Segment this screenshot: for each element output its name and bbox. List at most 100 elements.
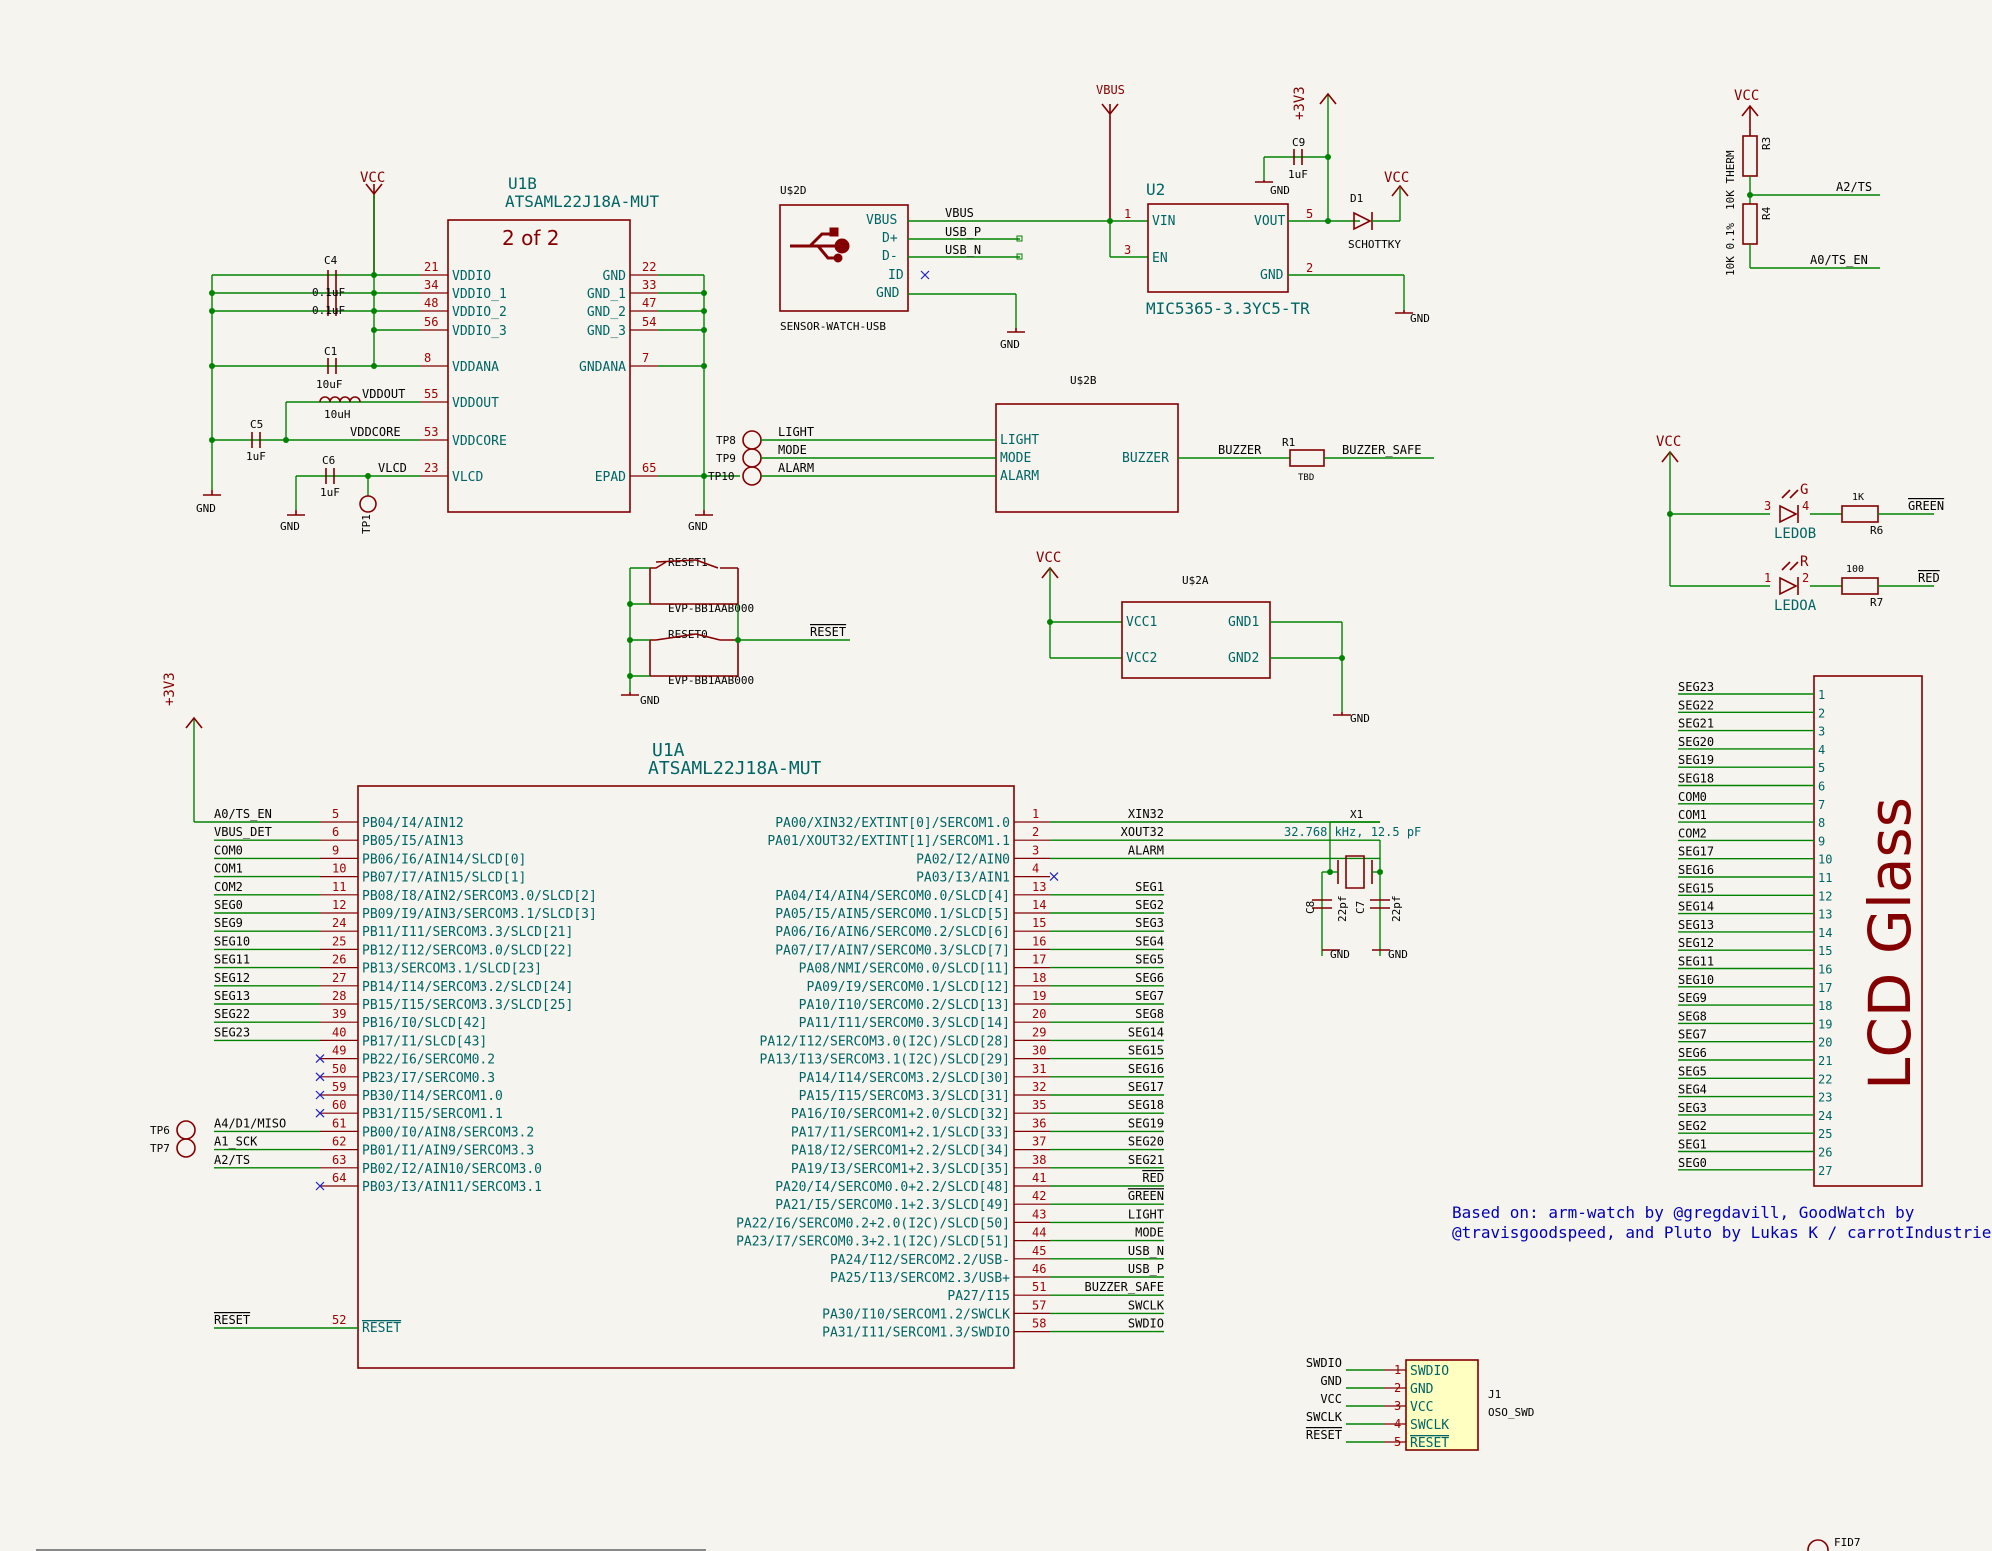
pin-num: 17: [1032, 953, 1046, 967]
net-label: SEG2: [1678, 1119, 1707, 1133]
p3v3-label: +3V3: [1292, 86, 1308, 120]
lcd-body[interactable]: [1813, 675, 1923, 1187]
tp8-testpoint[interactable]: [742, 430, 762, 450]
c6-capacitor[interactable]: C6 1uF: [320, 454, 340, 499]
inductor[interactable]: 10uH: [319, 396, 361, 421]
gnd-label: GND: [1410, 312, 1430, 325]
pin-name: PA27/I15: [947, 1289, 1010, 1304]
pin-num: 48: [424, 296, 438, 310]
pin-name: PB09/I9/AIN3/SERCOM3.1/SLCD[3]: [362, 907, 597, 922]
pin-num: 9: [332, 843, 339, 857]
r7-resistor[interactable]: [1841, 577, 1879, 595]
pin-num: 16: [1032, 934, 1046, 948]
tp1-testpoint[interactable]: [359, 495, 377, 513]
gnd-symbol: [1255, 180, 1273, 183]
net-reset: RESET: [810, 625, 846, 639]
r6-resistor[interactable]: [1841, 505, 1879, 523]
net-usb-p: USB_P: [945, 225, 981, 239]
pin-name: PB15/I15/SERCOM3.3/SLCD[25]: [362, 998, 573, 1013]
sw0-switch[interactable]: [649, 633, 739, 677]
c8-capacitor[interactable]: [1312, 899, 1332, 909]
usb-pin-id: ID: [888, 268, 904, 283]
net-label: SEG7: [1135, 989, 1164, 1003]
pin-num: 54: [642, 315, 656, 329]
vbus-symbol: [1101, 103, 1119, 221]
usb-icon: [790, 227, 850, 263]
net-label: USB_P: [1128, 1262, 1164, 1276]
usb-ref: U$2D: [780, 184, 807, 197]
tp10-testpoint[interactable]: [742, 466, 762, 486]
tp1-ref: TP1: [360, 514, 373, 534]
pin-name: GND_3: [587, 324, 626, 339]
u1a-reset-pin: RESET: [362, 1321, 401, 1336]
led-green[interactable]: 3 4 G LEDOB: [1764, 482, 1816, 542]
u2b-pin-alarm: ALARM: [1000, 469, 1039, 484]
r1-resistor[interactable]: [1289, 449, 1325, 467]
c5-capacitor[interactable]: C5 1uF: [246, 418, 266, 463]
no-connect: [315, 1072, 325, 1082]
net-label: VCC: [1320, 1392, 1342, 1406]
c7-value: 22pf: [1390, 896, 1403, 923]
gnd-symbol: [1395, 310, 1413, 314]
c4-capacitor[interactable]: C4 0.1uF 0.1uF: [312, 254, 345, 317]
pin-name: PB11/I11/SERCOM3.3/SLCD[21]: [362, 925, 573, 940]
led-red[interactable]: 1 2 R LEDOA: [1764, 554, 1817, 614]
pin-num: 33: [642, 278, 656, 292]
c5-value: 1uF: [246, 450, 266, 463]
r4-resistor[interactable]: [1742, 203, 1758, 245]
net-label: A2/TS: [214, 1153, 250, 1167]
net-label: SEG7: [1678, 1028, 1707, 1042]
usb-body[interactable]: [779, 204, 909, 312]
pin-num: 27: [1818, 1164, 1832, 1178]
pin-name: PA24/I12/SERCOM2.2/USB-: [830, 1253, 1010, 1268]
r3-resistor[interactable]: [1742, 135, 1758, 177]
pin-num: 30: [1032, 1044, 1046, 1058]
tp9-testpoint[interactable]: [742, 448, 762, 468]
c9-capacitor[interactable]: C9 1uF: [1288, 136, 1308, 181]
net-mode: MODE: [778, 443, 807, 457]
tp7-testpoint[interactable]: [176, 1138, 196, 1158]
d1-diode[interactable]: D1 SCHOTTKY: [1348, 192, 1401, 251]
net-label: SEG23: [1678, 680, 1714, 694]
pin-num: 3: [1032, 843, 1039, 857]
u1b-ref: U1B: [508, 174, 537, 193]
x1-crystal[interactable]: [1337, 855, 1373, 889]
gnd-label: GND: [1330, 948, 1350, 961]
pin-name: VDDIO_2: [452, 305, 507, 320]
net-buzzer-safe: BUZZER_SAFE: [1342, 443, 1421, 457]
u2a-body[interactable]: [1121, 601, 1271, 679]
tp6-testpoint[interactable]: [176, 1120, 196, 1140]
pin-num: 10: [1818, 853, 1832, 867]
usb-pin-dn: D-: [882, 249, 898, 264]
net-label: SEG16: [1128, 1062, 1164, 1076]
u2a-pin-gnd2: GND2: [1228, 651, 1259, 666]
pin-num: 6: [1818, 780, 1825, 794]
vcc-symbol: [1741, 104, 1759, 136]
j1-body[interactable]: [1405, 1359, 1479, 1451]
net-label: SEG23: [214, 1025, 250, 1039]
pin-name: SWCLK: [1410, 1418, 1449, 1433]
net-label: XIN32: [1128, 807, 1164, 821]
pin-num: 3: [1764, 499, 1771, 513]
gnd-symbol: [621, 692, 639, 696]
net-label: SEG10: [1678, 973, 1714, 987]
gnd-symbol: [1007, 328, 1025, 333]
gnd-label: GND: [280, 520, 300, 533]
pin-num: 63: [332, 1153, 346, 1167]
c7-capacitor[interactable]: [1370, 899, 1390, 909]
sw1-switch[interactable]: [649, 559, 739, 605]
pin-name: PB03/I3/AIN11/SERCOM3.1: [362, 1180, 542, 1195]
u1b-value: ATSAML22J18A-MUT: [505, 192, 659, 211]
pin-num: 19: [1818, 1017, 1832, 1031]
net-label: SEG8: [1678, 1009, 1707, 1023]
c1-capacitor[interactable]: C1 10uF: [316, 345, 343, 391]
u2-body[interactable]: [1147, 203, 1289, 293]
pin-name: PA05/I5/AIN5/SERCOM0.1/SLCD[5]: [775, 907, 1010, 922]
vcc-label: VCC: [1656, 434, 1681, 450]
no-connect: [315, 1108, 325, 1118]
r3-value: 10K THERM: [1724, 150, 1737, 210]
net-label: COM0: [1678, 790, 1707, 804]
net-label: SEG21: [1678, 717, 1714, 731]
net-label: XOUT32: [1121, 825, 1164, 839]
